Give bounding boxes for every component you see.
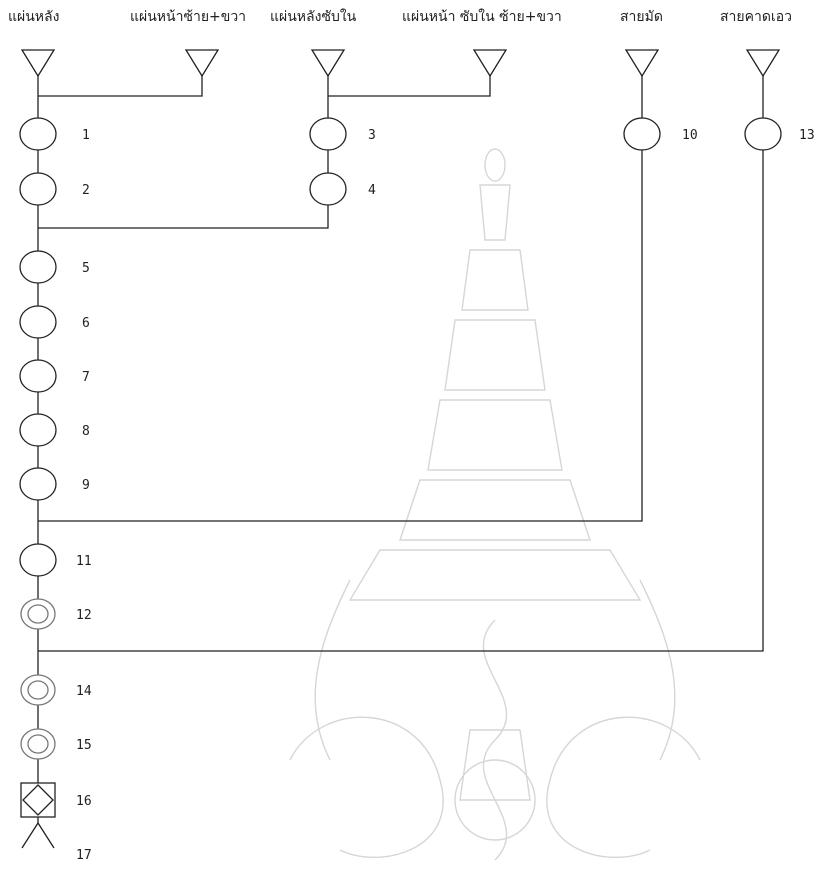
step-number: 11	[76, 554, 92, 569]
step-number: 2	[82, 183, 90, 198]
material-input-icon	[22, 50, 54, 76]
input-label-back-panel: แผ่นหลัง	[8, 9, 59, 25]
inspection-icon	[21, 729, 55, 759]
storage-icon	[22, 823, 54, 848]
step-number: 4	[368, 183, 376, 198]
operation-icon	[20, 118, 56, 150]
combined-operation-inspection-icon	[21, 783, 55, 817]
lining-trunk-line	[38, 75, 328, 228]
material-input-icon	[474, 50, 506, 76]
step-number: 9	[82, 478, 90, 493]
operation-icon	[20, 414, 56, 446]
step-number: 12	[76, 608, 92, 623]
step-number: 8	[82, 424, 90, 439]
material-input-icon	[626, 50, 658, 76]
material-input-icon	[186, 50, 218, 76]
flow-lines	[38, 75, 763, 823]
step-number: 3	[368, 128, 376, 143]
inspection-icon	[21, 599, 55, 629]
watermark-emblem	[290, 149, 700, 860]
step-number: 5	[82, 261, 90, 276]
front-lining-branch-line	[328, 75, 490, 96]
step-number: 17	[76, 848, 92, 863]
operation-icon	[20, 544, 56, 576]
front-panels-branch-line	[38, 75, 202, 96]
operation-icon	[624, 118, 660, 150]
step-number: 6	[82, 316, 90, 331]
step-number: 14	[76, 684, 92, 699]
step-number: 13	[799, 128, 815, 143]
step-number: 16	[76, 794, 92, 809]
step-number: 10	[682, 128, 698, 143]
inspection-icon	[21, 675, 55, 705]
input-triangles	[22, 50, 779, 76]
operation-icon	[310, 118, 346, 150]
operation-icon	[20, 360, 56, 392]
input-label-tie-strap: สายมัด	[620, 9, 663, 25]
input-label-front-lining: แผ่นหน้า ซับใน ซ้าย+ขวา	[402, 8, 562, 25]
input-label-waist-belt: สายคาดเอว	[720, 9, 792, 25]
operation-icon	[20, 251, 56, 283]
waist-belt-line	[38, 75, 763, 651]
input-label-back-lining: แผ่นหลังซับใน	[270, 8, 357, 25]
operation-icon	[20, 173, 56, 205]
material-input-icon	[747, 50, 779, 76]
step-number: 7	[82, 370, 90, 385]
operation-icon	[20, 306, 56, 338]
operation-icon	[310, 173, 346, 205]
operation-icon	[745, 118, 781, 150]
input-labels: แผ่นหลัง แผ่นหน้าซ้าย+ขวา แผ่นหลังซับใน …	[8, 8, 792, 25]
step-number: 15	[76, 738, 92, 753]
step-number: 1	[82, 128, 90, 143]
operation-icon	[20, 468, 56, 500]
material-input-icon	[312, 50, 344, 76]
input-label-front-panels: แผ่นหน้าซ้าย+ขวา	[130, 9, 246, 25]
